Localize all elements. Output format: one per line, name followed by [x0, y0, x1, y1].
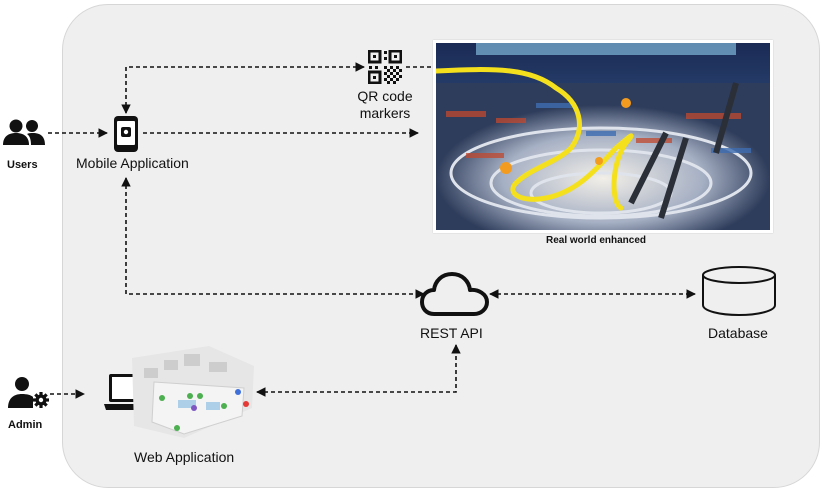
qr-code-markers-label: QR code markers	[357, 88, 413, 122]
users-icon	[3, 119, 45, 145]
floor-plan-map	[132, 346, 254, 438]
mall-interior-image	[436, 43, 770, 230]
qr-code-icon	[368, 50, 402, 84]
database-label: Database	[708, 325, 768, 341]
qr-label-line-1: QR code	[357, 88, 413, 104]
qr-label-line-2: markers	[359, 105, 411, 121]
web-to-api-arrow	[256, 344, 461, 397]
database-icon	[702, 266, 776, 317]
web-application-label: Web Application	[134, 449, 235, 465]
qr-to-mobile-arrow	[121, 62, 365, 114]
cloud-icon	[420, 272, 489, 316]
map-pins	[159, 389, 249, 431]
admin-icon	[8, 377, 49, 408]
mobile-application-label: Mobile Application	[76, 155, 189, 171]
mall-photo	[433, 40, 773, 233]
admin-label: Admin	[8, 419, 43, 431]
real-world-enhanced-label: Real world enhanced	[546, 235, 647, 246]
users-label: Users	[7, 159, 38, 171]
mobile-phone-icon	[114, 116, 138, 152]
rest-api-label: REST API	[420, 325, 483, 341]
mobile-to-api-arrow	[121, 177, 425, 299]
